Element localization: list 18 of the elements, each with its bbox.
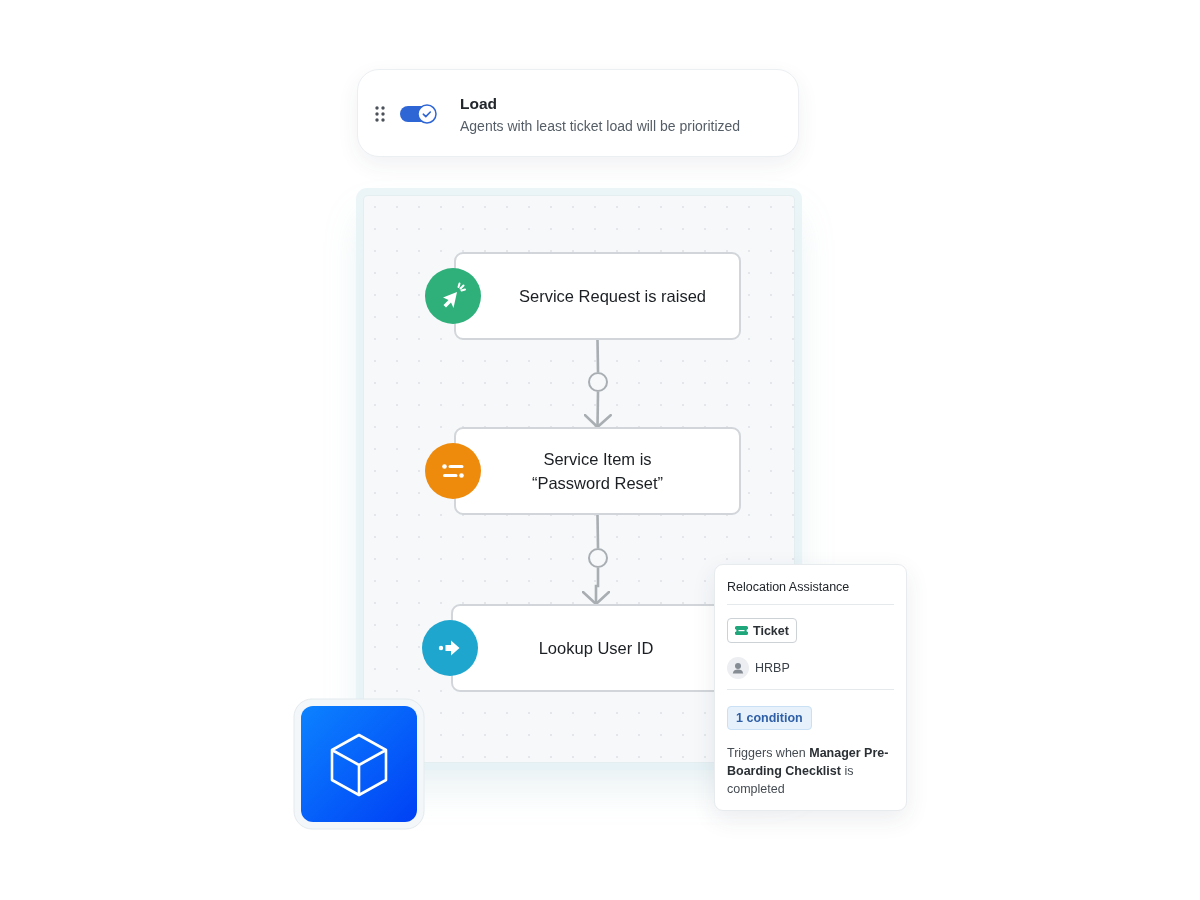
assignee-name: HRBP	[755, 661, 790, 675]
setting-description: Agents with least ticket load will be prioritized	[460, 117, 741, 135]
junction-circle	[588, 372, 608, 392]
step-label: Lookup User ID	[538, 638, 654, 659]
setting-card	[357, 69, 799, 157]
connector-line	[596, 515, 600, 548]
card-title: Relocation Assistance	[727, 579, 851, 595]
arrow	[583, 392, 612, 429]
step-label: Service Request is raised	[518, 286, 707, 307]
connector-line	[596, 339, 600, 373]
arrow	[581, 568, 611, 606]
trigger-description: Triggers when Manager Pre-Boarding Checklist is completed	[727, 745, 890, 798]
setting-title: Load	[460, 94, 498, 114]
junction-circle	[588, 548, 608, 568]
rule-tooltip	[714, 564, 907, 811]
tag-label: Ticket	[753, 623, 789, 638]
condition-badge: 1 condition	[727, 706, 812, 730]
step-label: Service Item is “Password Reset”	[530, 449, 665, 494]
